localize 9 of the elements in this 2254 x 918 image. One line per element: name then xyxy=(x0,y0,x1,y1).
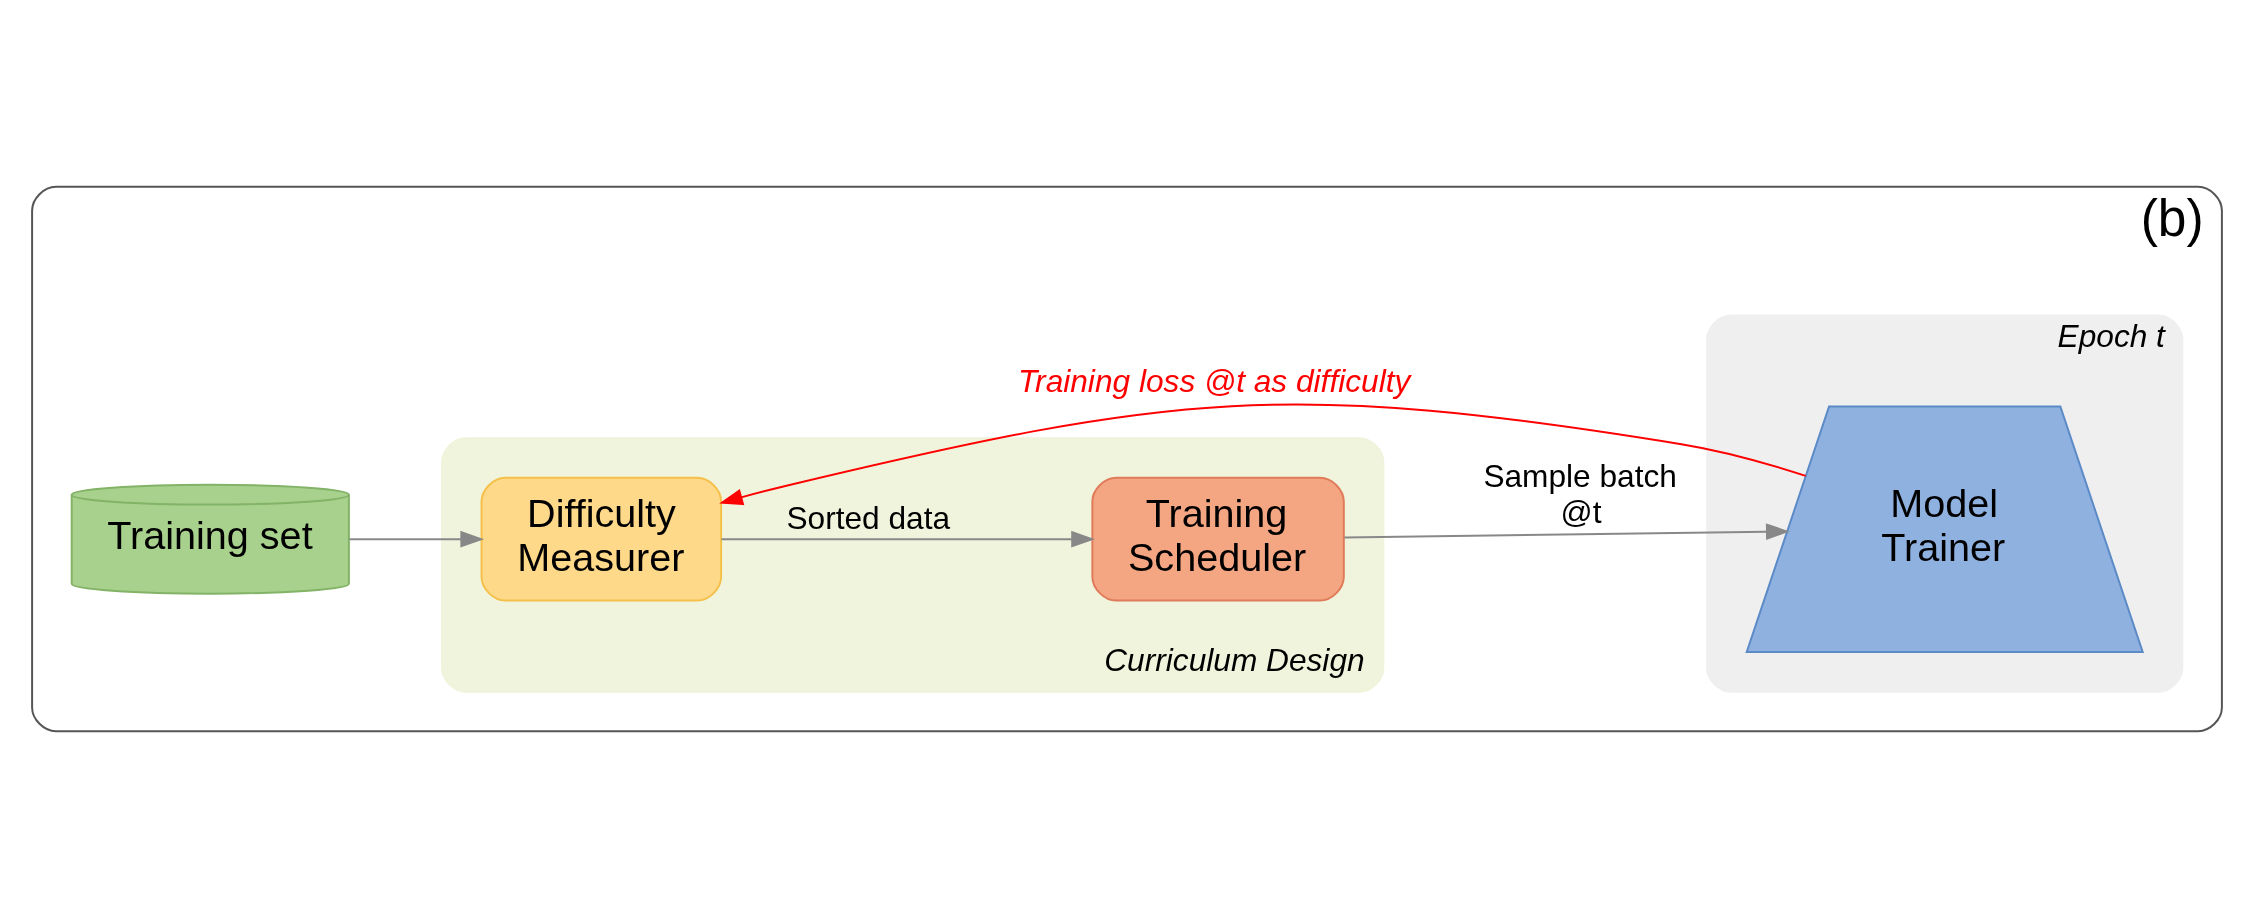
edge-label: Sample batch @t xyxy=(1483,458,1677,530)
arrow xyxy=(1343,523,1790,541)
arrow xyxy=(348,530,485,548)
arrow xyxy=(719,403,1807,506)
arrow xyxy=(720,530,1095,548)
edge-label: Training loss @t as difficulty xyxy=(1018,363,1411,400)
node-box: Difficulty Measurer xyxy=(480,476,723,602)
node-box: Training Scheduler xyxy=(1091,476,1345,602)
edge-label: Sorted data xyxy=(786,499,951,536)
